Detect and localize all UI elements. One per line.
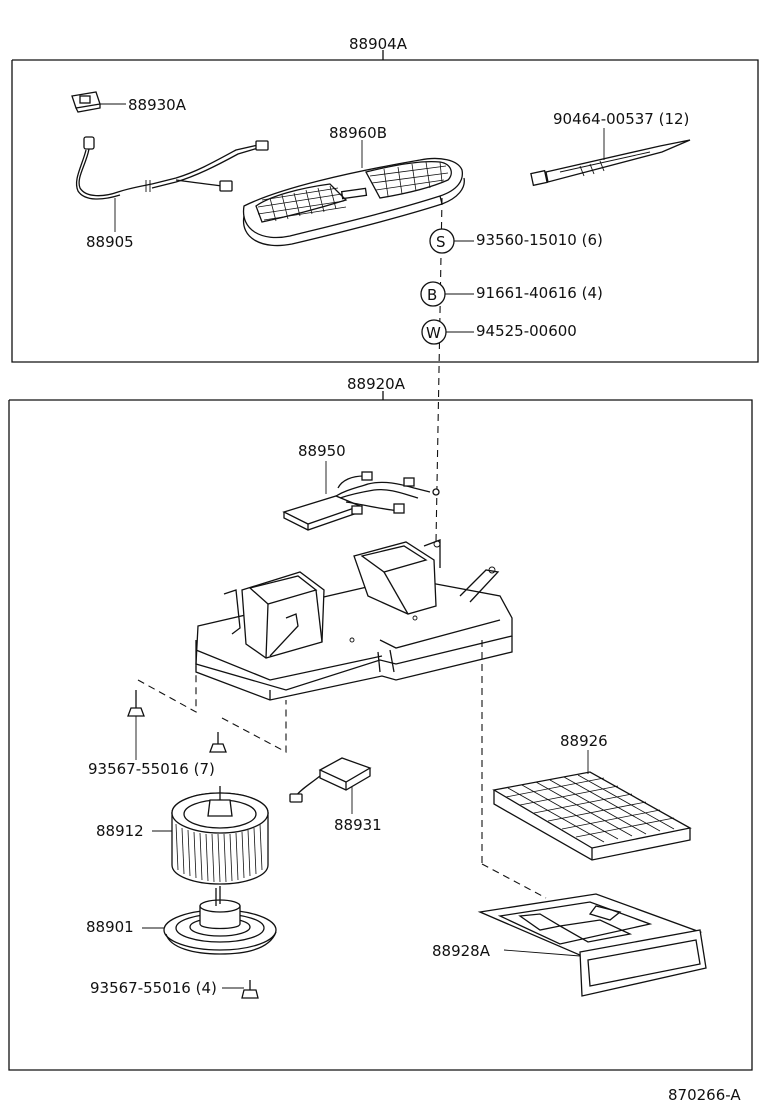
symbol-w-letter: W [426, 324, 441, 342]
dashed-fastener-path [435, 197, 443, 543]
assembly-88904A-label: 88904A [349, 35, 408, 53]
motor-88901 [142, 886, 277, 955]
filter-mesh [505, 774, 675, 843]
symbol-s-screw [429, 228, 474, 254]
part-93567a-label: 93567-55016 (7) [88, 760, 215, 778]
filter-88926 [492, 750, 692, 861]
cover-panel-88960B [242, 140, 465, 247]
symbol-s-letter: S [436, 233, 446, 251]
symbol-w-washer [421, 319, 474, 345]
part-93560-label: 93560-15010 (6) [476, 231, 603, 249]
screw-93567-lower [222, 980, 259, 999]
switch-88930A [71, 91, 126, 113]
part-94525-label: 94525-00600 [476, 322, 577, 340]
part-88905-label: 88905 [86, 233, 134, 251]
symbol-b-letter: B [427, 286, 437, 304]
part-88930A-label: 88930A [128, 96, 187, 114]
part-88926-label: 88926 [560, 732, 608, 750]
part-88901-label: 88901 [86, 918, 134, 936]
part-88960B-label: 88960B [329, 124, 387, 142]
assembly-frame-lower [8, 391, 753, 1071]
assembly-frame-upper [11, 50, 759, 363]
part-88912-label: 88912 [96, 822, 144, 840]
part-88928A-label: 88928A [432, 942, 491, 960]
grille-right [369, 161, 449, 197]
part-88950-label: 88950 [298, 442, 346, 460]
part-93567b-label: 93567-55016 (4) [90, 979, 217, 997]
part-91661-label: 91661-40616 (4) [476, 284, 603, 302]
part-88931-label: 88931 [334, 816, 382, 834]
assembly-88920A-label: 88920A [347, 375, 406, 393]
blower-unit-housing [195, 539, 513, 701]
control-module-88950 [282, 461, 440, 531]
fan-88912 [152, 786, 269, 885]
fan-blades [175, 823, 263, 883]
wire-harness-88905 [75, 136, 269, 232]
figure-id: 870266-A [668, 1086, 741, 1104]
symbol-b-bolt [420, 281, 474, 307]
dashed-leaders-lower [137, 640, 547, 899]
resistor-88931 [289, 757, 372, 814]
grille-left [257, 185, 347, 222]
cable-tie-90464 [530, 128, 691, 187]
screw-93567-upper [127, 690, 227, 760]
filter-tray-88928A [477, 893, 707, 997]
part-90464-label: 90464-00537 (12) [553, 110, 689, 128]
